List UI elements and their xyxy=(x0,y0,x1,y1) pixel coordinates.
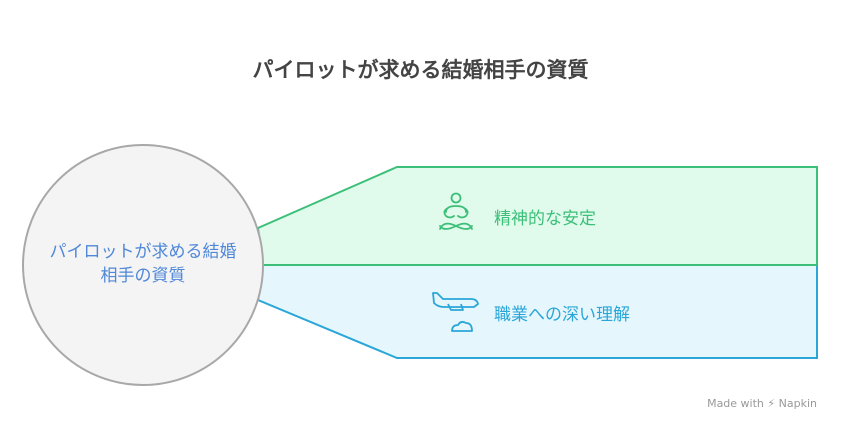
napkin-logo-icon: ⚡ xyxy=(767,397,776,410)
page-title: パイロットが求める結婚相手の資質 xyxy=(252,58,589,82)
napkin-footer: Made with ⚡ Napkin xyxy=(707,397,817,410)
center-label: パイロットが求める結婚相手の資質 xyxy=(49,242,237,286)
center-circle xyxy=(22,144,264,386)
footer-brand: Napkin xyxy=(778,397,817,410)
meditation-icon xyxy=(439,192,473,230)
item-mental-stability: 精神的な安定 xyxy=(494,209,596,229)
item-job-understanding: 職業への深い理解 xyxy=(494,305,630,325)
footer-text: Made with xyxy=(707,397,764,410)
airplane-icon xyxy=(432,292,479,332)
